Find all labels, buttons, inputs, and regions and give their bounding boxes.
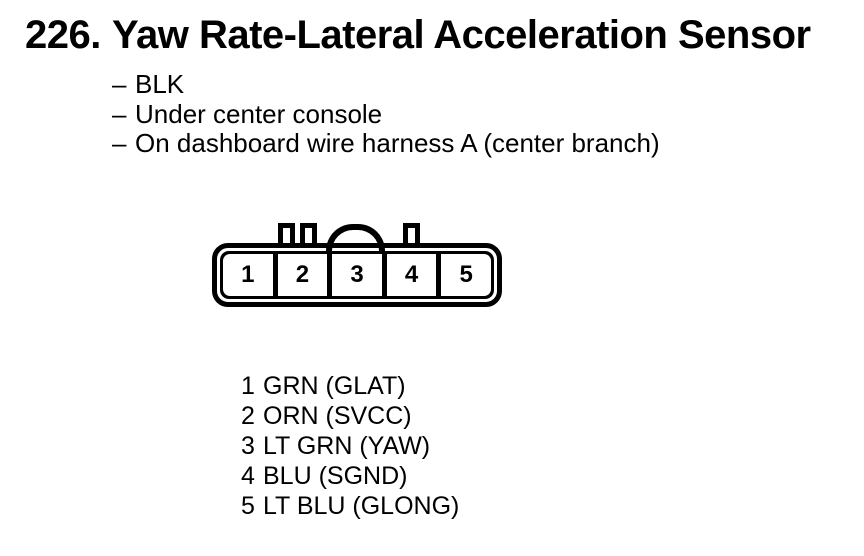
connector-tab-icon xyxy=(300,223,317,245)
connector-tab-icon xyxy=(403,223,420,245)
detail-text: BLK xyxy=(135,69,185,99)
cavity-2: 2 xyxy=(277,254,328,296)
pin-row: 4 BLU (SGND) xyxy=(241,461,459,491)
cavity-grid: 1 2 3 4 5 xyxy=(220,251,494,299)
pin-wire-label: ORN (SVCC) xyxy=(263,402,412,430)
detail-item-harness: – On dashboard wire harness A (center br… xyxy=(112,128,660,159)
dash-bullet: – xyxy=(112,69,127,99)
page-title: Yaw Rate-Lateral Acceleration Sensor xyxy=(112,13,811,57)
cavity-4: 4 xyxy=(386,254,437,296)
pin-number: 2 xyxy=(241,402,255,430)
pin-row: 3 LT GRN (YAW) xyxy=(241,431,459,461)
detail-text: Under center console xyxy=(135,98,383,129)
pin-number: 5 xyxy=(241,492,255,520)
pin-wire-label: BLU (SGND) xyxy=(263,462,408,490)
pin-number: 3 xyxy=(241,432,255,460)
cavity-3: 3 xyxy=(332,254,382,296)
pin-wire-label: LT BLU (GLONG) xyxy=(263,492,460,520)
pinout-list: 1 GRN (GLAT) 2 ORN (SVCC) 3 LT GRN (YAW)… xyxy=(241,371,459,521)
pin-row: 1 GRN (GLAT) xyxy=(241,371,459,401)
cavity-1: 1 xyxy=(223,254,273,296)
pin-wire-label: GRN (GLAT) xyxy=(263,372,406,400)
pin-wire-label: LT GRN (YAW) xyxy=(263,432,431,460)
connector-diagram: 1 2 3 4 5 xyxy=(212,223,502,307)
pin-row: 2 ORN (SVCC) xyxy=(241,401,459,431)
connector-housing: 1 2 3 4 5 xyxy=(212,243,502,307)
connector-tab-icon xyxy=(278,223,295,245)
connector-details-list: – BLK – Under center console – On dashbo… xyxy=(112,69,660,159)
pin-number: 1 xyxy=(241,372,255,400)
cavity-5: 5 xyxy=(441,254,491,296)
dash-bullet: – xyxy=(112,128,127,158)
detail-item-color: – BLK xyxy=(112,69,660,100)
detail-item-location: – Under center console xyxy=(112,98,660,130)
detail-text: On dashboard wire harness A (center bran… xyxy=(135,128,660,158)
pin-number: 4 xyxy=(241,462,255,490)
section-number: 226. xyxy=(25,13,101,57)
section-heading: 226. Yaw Rate-Lateral Acceleration Senso… xyxy=(25,13,811,57)
connector-lock-dome-icon xyxy=(326,224,385,251)
dash-bullet: – xyxy=(112,98,127,129)
pin-row: 5 LT BLU (GLONG) xyxy=(241,491,459,521)
